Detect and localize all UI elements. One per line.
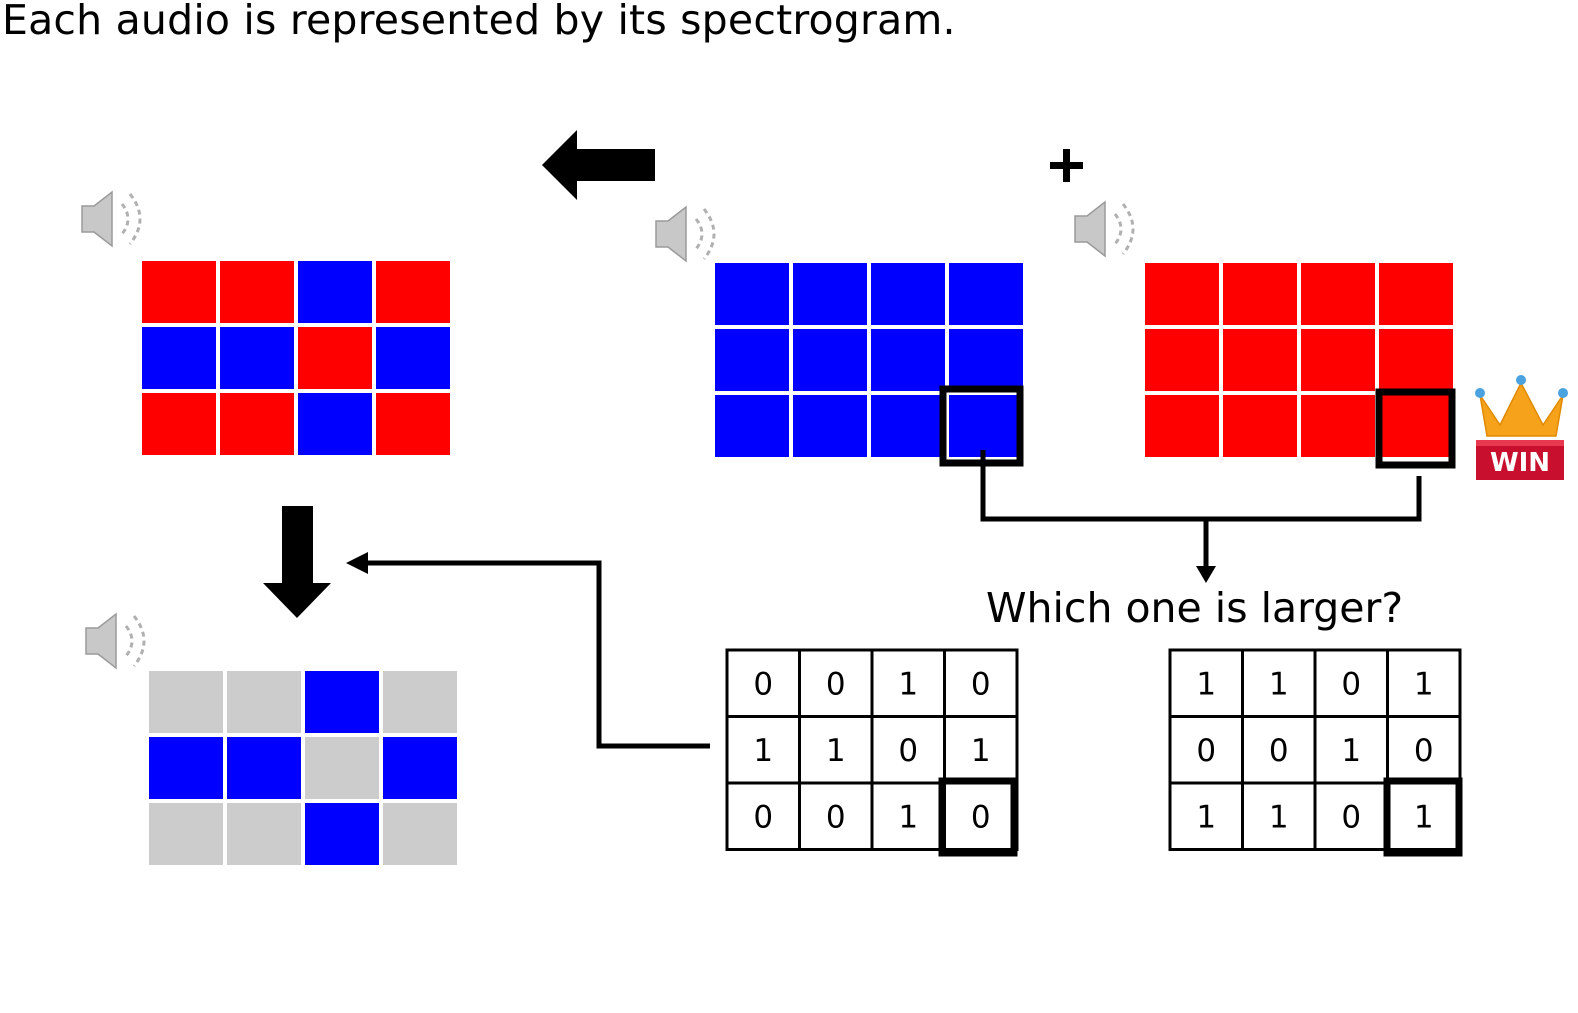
mask-cell-value: 1	[1269, 799, 1289, 835]
mask-cell-value: 0	[753, 799, 773, 835]
spectrogram-cell	[298, 393, 372, 455]
arrow-left-icon	[542, 130, 655, 200]
spectrogram-cell	[376, 327, 450, 389]
mask-cell-value: 1	[1414, 799, 1434, 835]
mask-cell-value: 1	[826, 733, 846, 769]
spectrogram-cell	[949, 395, 1023, 457]
mask-cell-value: 0	[971, 799, 991, 835]
crown-icon: WIN	[1475, 375, 1568, 480]
spectrogram-cell	[1379, 329, 1453, 391]
spectrogram-cell	[227, 671, 301, 733]
spectrogram-cell	[1301, 329, 1375, 391]
spectrogram-cell	[149, 671, 223, 733]
source-a-spectrogram	[715, 263, 1023, 457]
spectrogram-cell	[149, 803, 223, 865]
spectrogram-cell	[1301, 263, 1375, 325]
spectrogram-cell	[305, 803, 379, 865]
spectrogram-cell	[142, 327, 216, 389]
speaker-icon[interactable]	[655, 205, 716, 263]
mask-cell-value: 0	[898, 733, 918, 769]
mask-cell-value: 1	[1414, 666, 1434, 702]
connector-arrowhead	[1196, 566, 1216, 583]
mask-highlight-b	[1383, 777, 1463, 857]
mask-cell-value: 0	[971, 666, 991, 702]
mask-cell-value: 1	[898, 666, 918, 702]
spectrogram-cell	[1145, 395, 1219, 457]
separated-spectrogram	[149, 671, 457, 865]
mask-highlight-a	[938, 777, 1018, 857]
mask-cell-value: 1	[753, 733, 773, 769]
mask-feedback-arrowhead	[346, 552, 368, 574]
spectrogram-cell	[1223, 395, 1297, 457]
mask-cell-value: 0	[1414, 733, 1434, 769]
spectrogram-cell	[949, 263, 1023, 325]
spectrogram-cell	[383, 803, 457, 865]
spectrogram-cell	[715, 263, 789, 325]
spectrogram-cell	[793, 263, 867, 325]
mask-cell-value: 1	[898, 799, 918, 835]
question-label: Which one is larger?	[986, 584, 1404, 632]
mask-cell-value: 1	[1269, 666, 1289, 702]
spectrogram-cell	[220, 393, 294, 455]
spectrogram-cell	[376, 261, 450, 323]
spectrogram-cell	[1379, 395, 1453, 457]
spectrogram-cell	[383, 737, 457, 799]
speaker-icon[interactable]	[85, 612, 146, 670]
spectrogram-cell	[871, 329, 945, 391]
mixture-spectrogram	[142, 261, 450, 455]
spectrogram-cell	[715, 395, 789, 457]
win-badge-label: WIN	[1490, 448, 1550, 478]
spectrogram-cell	[1301, 395, 1375, 457]
mask-feedback-line	[365, 560, 710, 749]
mask-cell-value: 1	[1196, 799, 1216, 835]
mask-cell-value: 0	[1196, 733, 1216, 769]
mask-cell-value: 0	[1341, 666, 1361, 702]
spectrogram-cell	[793, 329, 867, 391]
mask-cell-value: 1	[1341, 733, 1361, 769]
spectrogram-cell	[1145, 263, 1219, 325]
spectrogram-cell	[220, 327, 294, 389]
spectrogram-cell	[383, 671, 457, 733]
source-b-spectrogram	[1145, 263, 1453, 457]
spectrogram-cell	[142, 261, 216, 323]
spectrogram-cell	[871, 395, 945, 457]
mask-table-b: 1 1 0 1 0 0 1 0 1 1 0 1	[1168, 648, 1462, 851]
spectrogram-cell	[227, 737, 301, 799]
speaker-icon[interactable]	[81, 190, 142, 248]
spectrogram-cell	[871, 263, 945, 325]
spectrogram-cell	[949, 329, 1023, 391]
comparison-connector	[980, 450, 1422, 568]
mask-cell-value: 0	[826, 799, 846, 835]
spectrogram-cell	[227, 803, 301, 865]
spectrogram-cell	[1223, 329, 1297, 391]
mask-table-a: 0 0 1 0 1 1 0 1 0 0 1 0	[725, 648, 1019, 851]
speaker-icon[interactable]	[1074, 200, 1135, 258]
spectrogram-cell	[376, 393, 450, 455]
mask-cell-value: 0	[753, 666, 773, 702]
arrow-down-icon	[263, 506, 331, 618]
spectrogram-cell	[1379, 263, 1453, 325]
mask-cell-value: 0	[1341, 799, 1361, 835]
spectrogram-cell	[715, 329, 789, 391]
spectrogram-cell	[305, 737, 379, 799]
mask-cell-value: 0	[826, 666, 846, 702]
spectrogram-cell	[1145, 329, 1219, 391]
spectrogram-cell	[298, 261, 372, 323]
mask-cell-value: 0	[1269, 733, 1289, 769]
plus-icon	[1050, 149, 1083, 182]
spectrogram-cell	[1223, 263, 1297, 325]
spectrogram-cell	[793, 395, 867, 457]
spectrogram-cell	[142, 393, 216, 455]
page-title: Each audio is represented by its spectro…	[2, 0, 956, 44]
mask-cell-value: 1	[1196, 666, 1216, 702]
spectrogram-cell	[220, 261, 294, 323]
mask-cell-value: 1	[971, 733, 991, 769]
spectrogram-cell	[149, 737, 223, 799]
highlight-box-b	[1375, 388, 1456, 469]
spectrogram-cell	[305, 671, 379, 733]
spectrogram-cell	[298, 327, 372, 389]
